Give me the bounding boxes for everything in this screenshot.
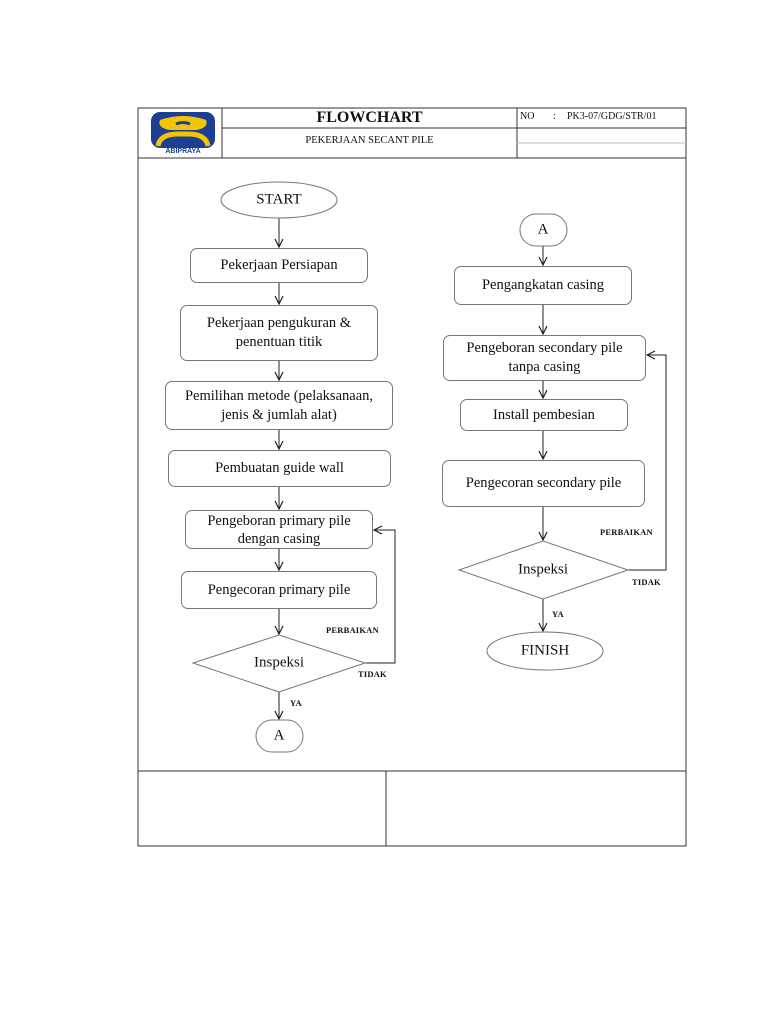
left-loop-label: PERBAIKAN bbox=[326, 625, 379, 635]
step-pengecoran-secondary: Pengecoran secondary pile bbox=[442, 460, 645, 507]
finish-label: FINISH bbox=[520, 642, 570, 659]
step-pengangkatan-casing: Pengangkatan casing bbox=[454, 266, 632, 305]
step-pengeboran-secondary: Pengeboran secondary pile tanpa casing bbox=[443, 335, 646, 381]
right-yes-label: YA bbox=[552, 609, 564, 619]
form-frame bbox=[137, 107, 687, 847]
step-persiapan: Pekerjaan Persiapan bbox=[190, 248, 368, 283]
right-no-label: TIDAK bbox=[632, 577, 661, 587]
left-connector-a bbox=[255, 719, 304, 753]
left-connector-label: A bbox=[273, 727, 285, 744]
right-decision-diamond bbox=[457, 540, 630, 600]
step-install-pembesian: Install pembesian bbox=[460, 399, 628, 431]
left-no-label: TIDAK bbox=[358, 669, 387, 679]
right-connector-a bbox=[519, 213, 568, 247]
left-yes-label: YA bbox=[290, 698, 302, 708]
abipraya-logo-icon bbox=[151, 112, 215, 148]
logo-text: ABIPRAYA bbox=[165, 148, 201, 155]
right-loop-label: PERBAIKAN bbox=[600, 527, 653, 537]
left-decision-diamond bbox=[191, 634, 367, 693]
step-pengecoran-primary: Pengecoran primary pile bbox=[181, 571, 377, 609]
doc-no-label: NO bbox=[520, 111, 535, 122]
doc-number: PK3-07/GDG/STR/01 bbox=[567, 111, 657, 122]
step-pengeboran-primary: Pengeboran primary pile dengan casing bbox=[185, 510, 373, 549]
step-pengukuran: Pekerjaan pengukuran & penentuan titik bbox=[180, 305, 378, 361]
left-decision-label: Inspeksi bbox=[254, 654, 304, 671]
start-terminal bbox=[220, 181, 338, 219]
doc-no-sep: : bbox=[553, 111, 556, 122]
form-subtitle: PEKERJAAN SECANT PILE bbox=[305, 135, 434, 146]
right-decision-label: Inspeksi bbox=[518, 561, 568, 578]
step-pemilihan-metode: Pemilihan metode (pelaksanaan, jenis & j… bbox=[165, 381, 393, 430]
step-guide-wall: Pembuatan guide wall bbox=[168, 450, 391, 487]
form-title: FLOWCHART bbox=[316, 109, 423, 126]
finish-terminal bbox=[486, 631, 604, 671]
right-connector-label: A bbox=[537, 221, 549, 238]
start-label: START bbox=[256, 191, 302, 208]
